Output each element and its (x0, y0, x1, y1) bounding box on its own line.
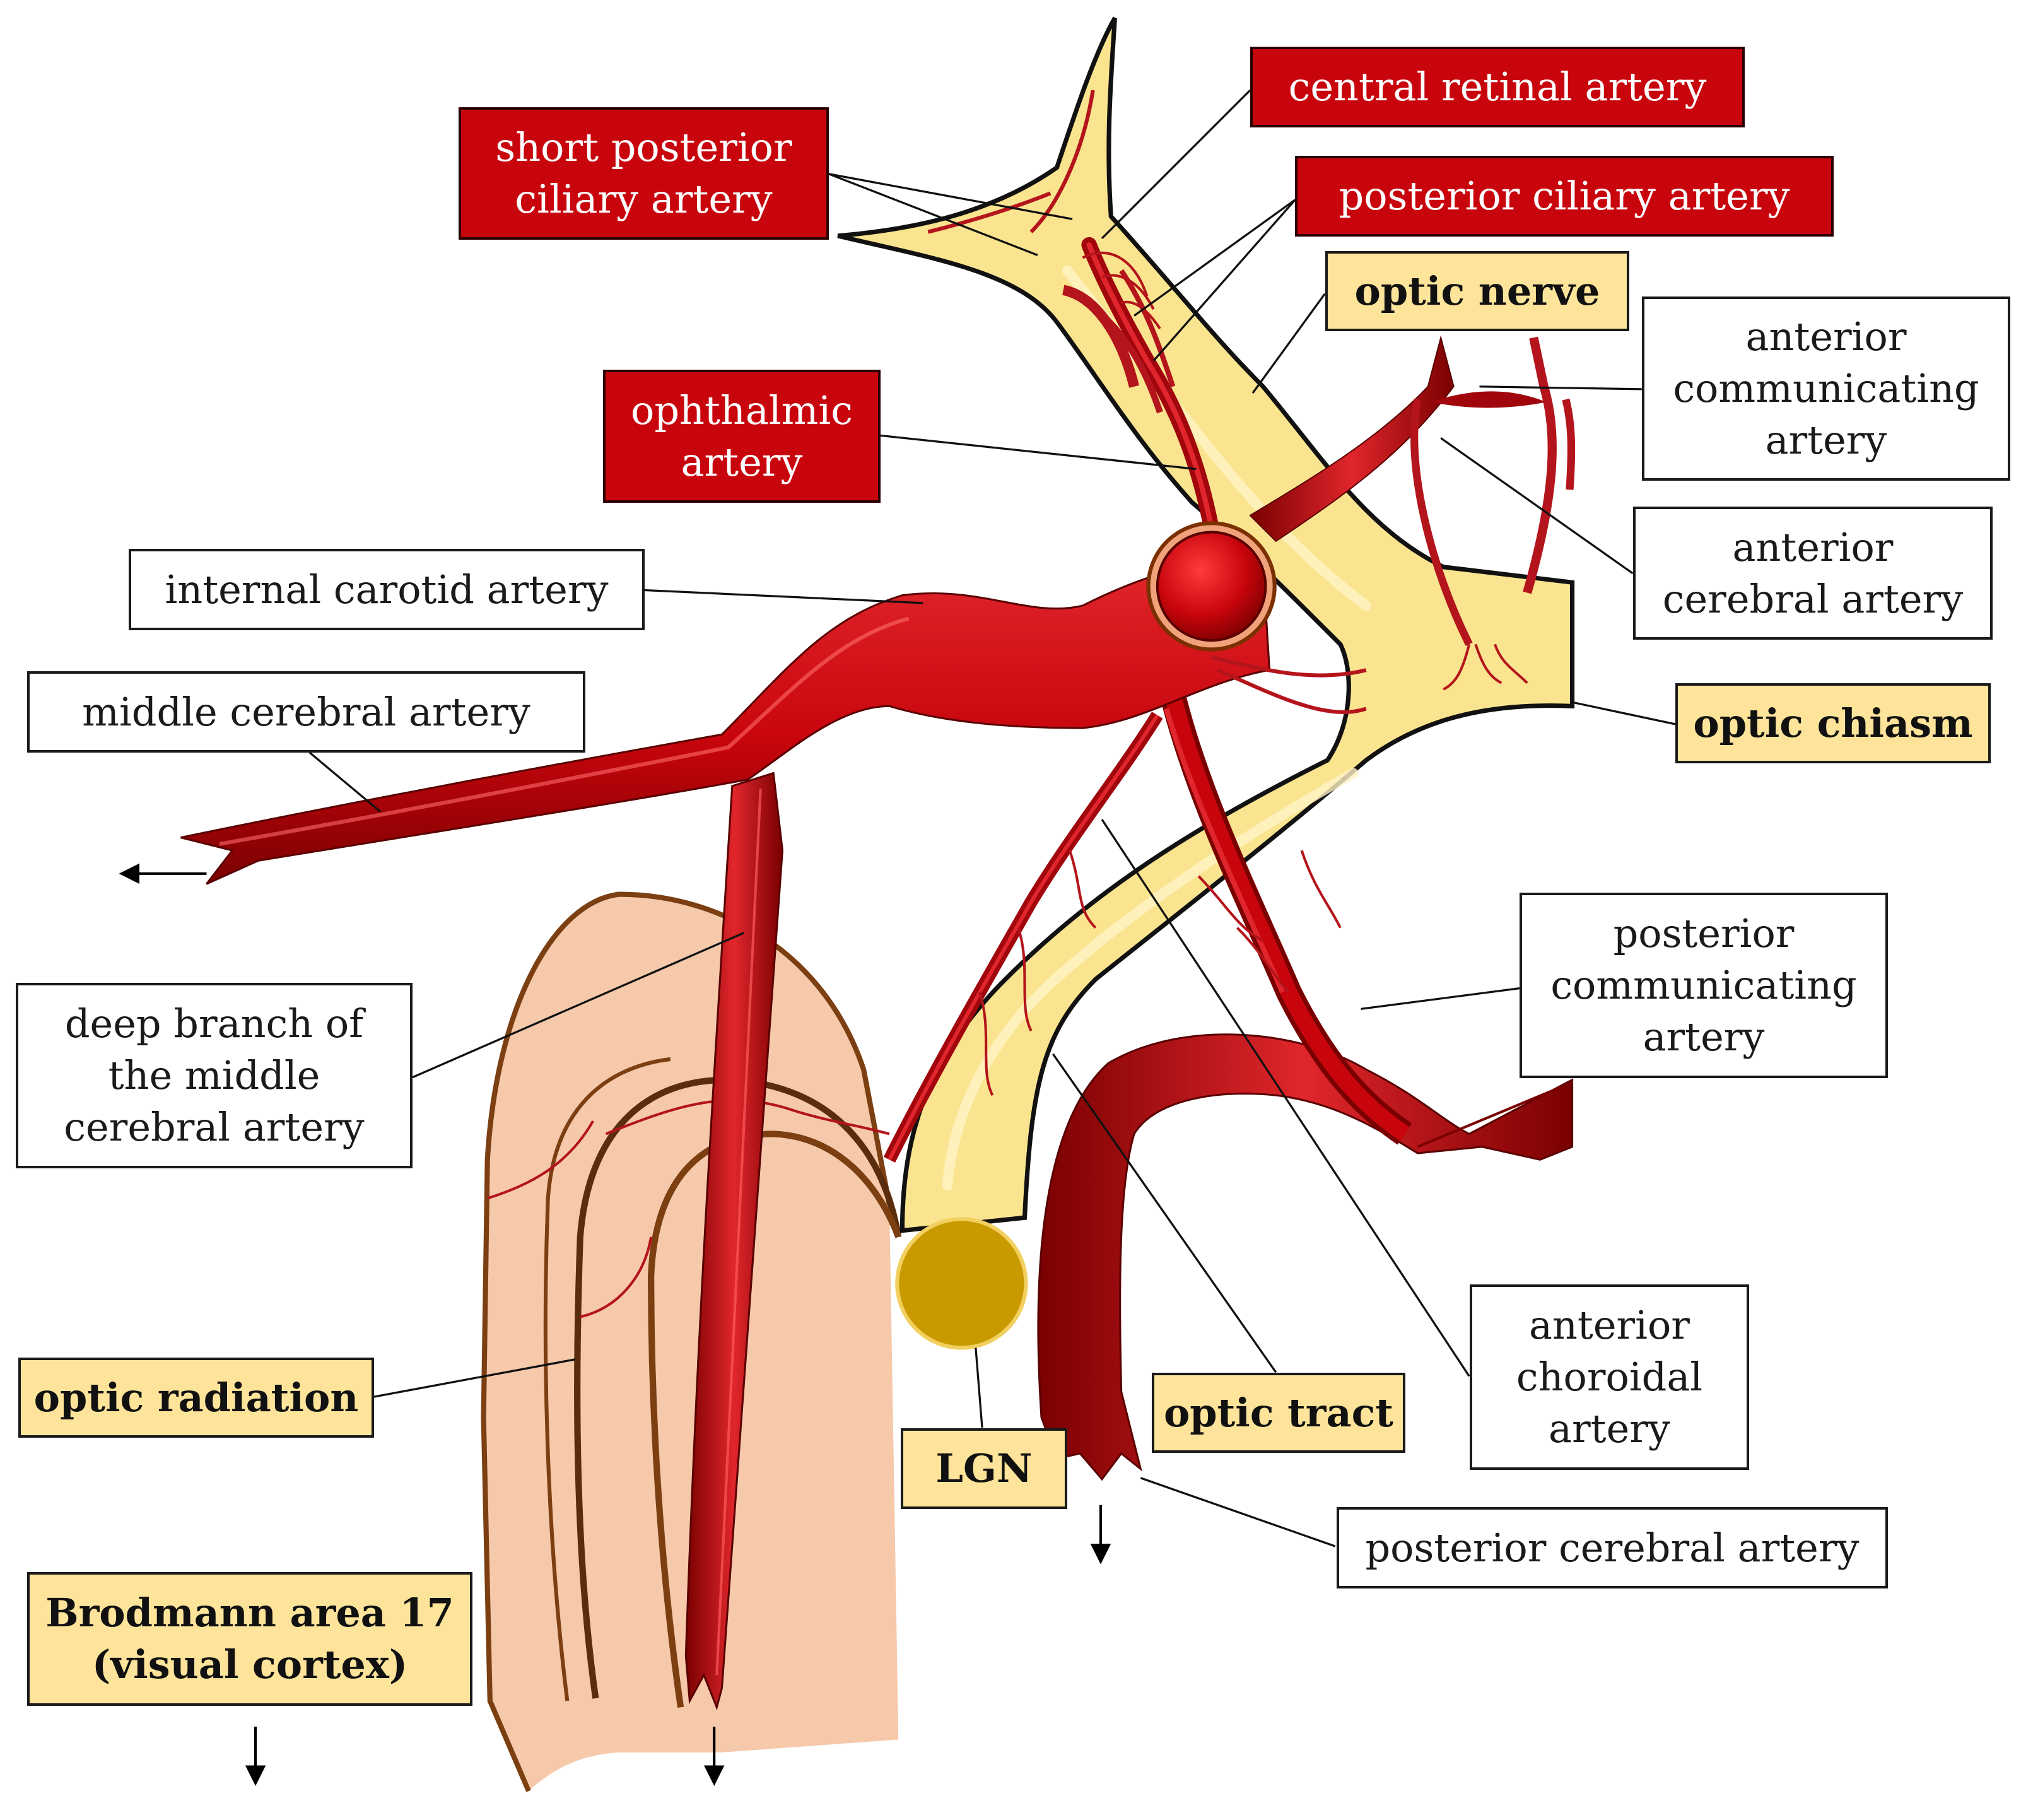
lgn-shape (895, 1217, 1028, 1350)
optic-radiation-shape (481, 891, 902, 1792)
label-anterior-communicating-artery: anterior communicating artery (1642, 296, 2010, 481)
deep-branch-mca-shape (684, 772, 784, 1711)
label-lgn: LGN (901, 1428, 1067, 1509)
label-deep-branch-mca: deep branch of the middle cerebral arter… (16, 983, 413, 1168)
label-middle-cerebral-artery: middle cerebral artery (27, 671, 585, 753)
label-anterior-cerebral-artery: anterior cerebral artery (1633, 507, 1993, 640)
label-optic-tract: optic tract (1152, 1373, 1405, 1453)
label-optic-radiation: optic radiation (18, 1358, 374, 1438)
label-ophthalmic-artery: ophthalmic artery (603, 370, 881, 503)
label-posterior-cerebral-artery: posterior cerebral artery (1337, 1507, 1888, 1588)
carotid-cross-section (1146, 521, 1277, 652)
ophthalmic-artery-shape (927, 90, 1219, 536)
anterior-choroidal-artery-shape (883, 712, 1163, 1163)
label-anterior-choroidal-artery: anterior choroidal artery (1470, 1284, 1749, 1470)
label-posterior-ciliary-artery: posterior ciliary artery (1295, 156, 1834, 237)
posterior-cerebral-artery-shape (1037, 1033, 1574, 1481)
label-optic-chiasm: optic chiasm (1675, 683, 1991, 763)
leader-lines (308, 89, 1676, 1547)
label-central-retinal-artery: central retinal artery (1250, 47, 1745, 127)
label-posterior-communicating-artery: posterior communicating artery (1520, 893, 1888, 1078)
label-brodmann-area-17: Brodmann area 17 (visual cortex) (27, 1572, 472, 1706)
posterior-communicating-artery-shape (1160, 693, 1412, 1145)
anterior-cerebral-artery-shape (1249, 335, 1576, 691)
label-short-posterior-ciliary-artery: short posterior ciliary artery (459, 107, 829, 240)
label-internal-carotid-artery: internal carotid artery (129, 549, 645, 630)
label-optic-nerve: optic nerve (1325, 251, 1629, 331)
